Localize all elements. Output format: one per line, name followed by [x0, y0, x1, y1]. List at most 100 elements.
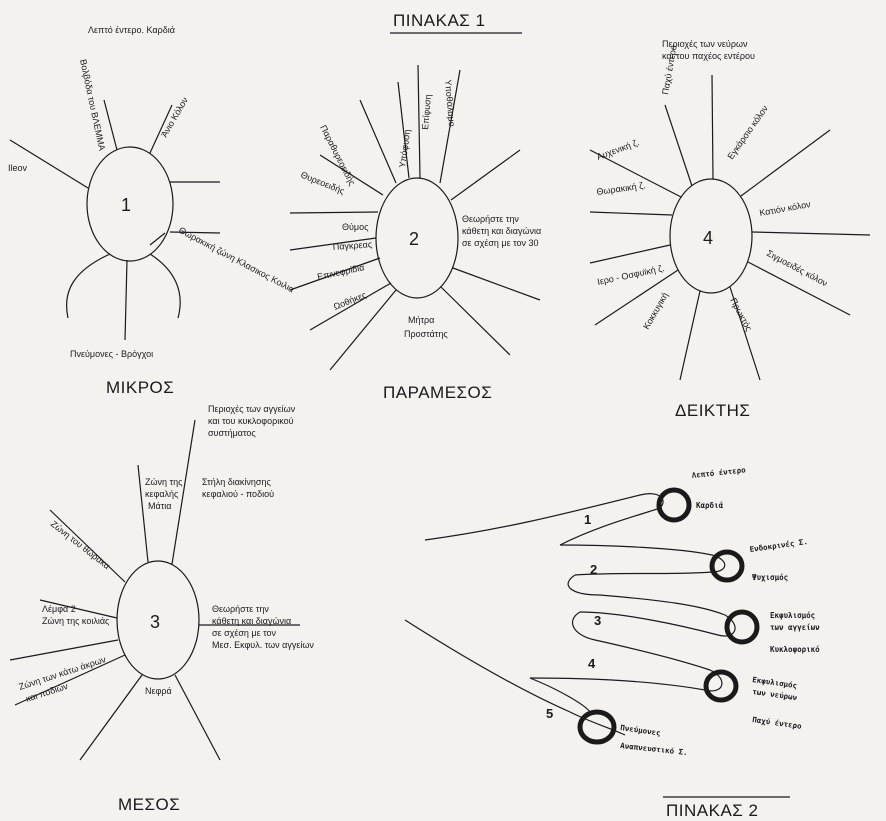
- index-finger-number: 4: [703, 228, 713, 248]
- hand-palm-outline: [405, 620, 625, 735]
- small-label-bottom: Πνεύμονες - Βρόγχοι: [70, 349, 153, 359]
- small-label-bulb: Βολβόδα του ΒΛΕΜΜΑ: [78, 58, 107, 151]
- middle-label-top-2: και του κυκλοφορικού: [208, 416, 294, 426]
- table1-title: ΠΙΝΑΚΑΣ 1: [390, 11, 522, 33]
- hand-fingertip-2: [712, 552, 742, 580]
- ring-ray: [418, 65, 420, 178]
- hand-number-3: 3: [594, 613, 601, 628]
- index-ray: [590, 245, 670, 263]
- middle-label-2b: κεφαλιού - ποδιού: [202, 489, 274, 499]
- index-label-9: Πρωκτός: [728, 296, 754, 333]
- ring-label-center-2: Προστάτης: [404, 329, 448, 339]
- ring-note-2: κάθετη και διαγώνια: [462, 226, 541, 236]
- table2-title-text: ΠΙΝΑΚΑΣ 2: [666, 801, 758, 820]
- ring-ray: [290, 212, 378, 213]
- ring-label-center-1: Μήτρα: [408, 315, 434, 325]
- index-label-3: Θωρακική ζ.: [596, 180, 646, 197]
- hand-label-5b: Αναπνευστικό Σ.: [620, 741, 688, 757]
- middle-label-4a: Λέμφα 2: [42, 604, 76, 614]
- index-label-4: Εγκάρσιο κόλον: [725, 103, 770, 161]
- hand-number-1: 1: [584, 512, 591, 527]
- hand-finger-2-outline: [560, 545, 725, 575]
- hand-finger-1-outline: [425, 494, 663, 545]
- middle-note-2: κάθετη και διαγώνια: [212, 616, 291, 626]
- index-finger-diagram: 4 Περιοχές των νεύρων και του παχέος εντ…: [590, 39, 870, 420]
- middle-ray: [175, 675, 220, 760]
- ring-label-7: Πάγκρεας: [332, 239, 373, 252]
- middle-label-1c: Μάτια: [148, 501, 171, 511]
- middle-label-1a: Ζώνη της: [145, 477, 183, 487]
- middle-label-3: Ζώνη του θώρακα: [49, 519, 112, 571]
- hand-finger-4-outline: [530, 612, 722, 691]
- middle-label-4b: Ζώνη της κοιλιάς: [42, 616, 110, 626]
- hand-label-1b: Καρδιά: [696, 501, 724, 510]
- index-ray: [680, 291, 700, 380]
- ring-label-3: Υπόφυση: [397, 129, 412, 169]
- hand-label-1a: Λεπτό έντερο: [691, 465, 746, 480]
- index-label-2: Αυχενική ζ.: [595, 137, 640, 162]
- hand-fingertip-3: [727, 612, 757, 642]
- table2-title: ΠΙΝΑΚΑΣ 2: [663, 797, 790, 820]
- ring-label-2: Επίφυση: [420, 94, 433, 130]
- hand-number-5: 5: [546, 706, 553, 721]
- middle-finger-name: ΜΕΣΟΣ: [118, 795, 180, 814]
- ring-finger-number: 2: [409, 229, 419, 249]
- small-label-colon: Άνιο Κόλον: [159, 95, 190, 139]
- small-finger-diagram: 1 Λεπτό έντερο. Καρδιά Βολβόδα του ΒΛΕΜΜ…: [8, 25, 296, 397]
- middle-label-top-3: συστήματος: [208, 428, 256, 438]
- ring-ray: [360, 100, 396, 183]
- table1-title-text: ΠΙΝΑΚΑΣ 1: [393, 11, 485, 30]
- hand-fingertip-1: [659, 490, 689, 520]
- small-label-top: Λεπτό έντερο. Καρδιά: [88, 25, 175, 35]
- index-label-6: Ιερο - Οσφυϊκή ζ.: [596, 263, 665, 287]
- small-ray: [125, 260, 127, 340]
- hand-number-4: 4: [588, 656, 596, 671]
- hand-label-4b: Παχύ έντερο: [752, 715, 803, 731]
- index-label-5: Κατιόν κόλον: [759, 199, 812, 218]
- ring-ray: [451, 150, 520, 200]
- index-ray: [712, 75, 713, 179]
- hand-label-2a: Ενδοκρινές Σ.: [749, 537, 808, 554]
- index-label-8: Κοκκυγική: [641, 291, 670, 331]
- small-label-left: Ileov: [8, 163, 28, 173]
- ring-ray: [453, 268, 540, 300]
- middle-note-4: Μεσ. Εκφυλ. των αγγείων: [212, 640, 314, 650]
- middle-label-2a: Στήλη διακίνησης: [202, 477, 271, 487]
- middle-label-top-1: Περιοχές των αγγείων: [208, 404, 296, 414]
- middle-finger-number: 3: [150, 612, 160, 632]
- index-ray: [741, 130, 830, 196]
- hand-label-3a2: των αγγείων: [770, 623, 820, 632]
- middle-label-1b: κεφαλής: [145, 489, 179, 499]
- ring-note-1: Θεωρήστε την: [462, 214, 519, 224]
- hand-label-5a: Πνεύμονες: [620, 723, 661, 738]
- middle-note-1: Θεωρήστε την: [212, 604, 269, 614]
- index-finger-name: ΔΕΙΚΤΗΣ: [675, 401, 750, 420]
- middle-ray: [80, 675, 142, 760]
- middle-note-3: σε σχέση με τον: [212, 628, 277, 638]
- middle-finger-diagram: 3 Περιοχές των αγγείων και του κυκλοφορι…: [10, 404, 314, 814]
- middle-label-6: Νεφρά: [145, 686, 172, 696]
- hand-fingertip-5: [580, 712, 614, 742]
- ring-label-9: Ωοθήκες: [332, 289, 368, 311]
- hand-label-3b: Κυκλοφορικό: [770, 645, 820, 654]
- small-arrow: [150, 233, 165, 245]
- hand-number-2: 2: [590, 562, 597, 577]
- ring-note-3: σε σχέση με τον 30: [462, 238, 539, 248]
- ring-finger-name: ΠΑΡΑΜΕΣΟΣ: [383, 383, 492, 402]
- ring-finger-diagram: 2 Υποθάλαμο Επίφυση Υπόφυση Παραθυρεοειδ…: [290, 65, 541, 402]
- ring-label-6: Θύμος: [342, 222, 369, 232]
- ring-ray: [441, 287, 510, 355]
- ring-label-1: Υποθάλαμο: [443, 79, 457, 127]
- small-finger-name: ΜΙΚΡΟΣ: [106, 378, 174, 397]
- hand-label-3a: Εκφυλισμός: [770, 611, 815, 620]
- index-label-7: Σιγμοειδές κόλον: [765, 248, 829, 289]
- ring-label-5: Θυρεοειδής: [299, 170, 346, 197]
- index-ray: [665, 105, 692, 186]
- ring-label-8: Επινεφρίδια: [316, 262, 365, 282]
- small-label-thoracic: Θωρακική ζώνη Κλασικος Κοιλια: [177, 225, 296, 294]
- small-curve: [67, 254, 110, 318]
- index-ray: [752, 232, 870, 235]
- small-curve: [150, 254, 180, 318]
- hand-label-2b: Ψυχισμός: [752, 573, 788, 582]
